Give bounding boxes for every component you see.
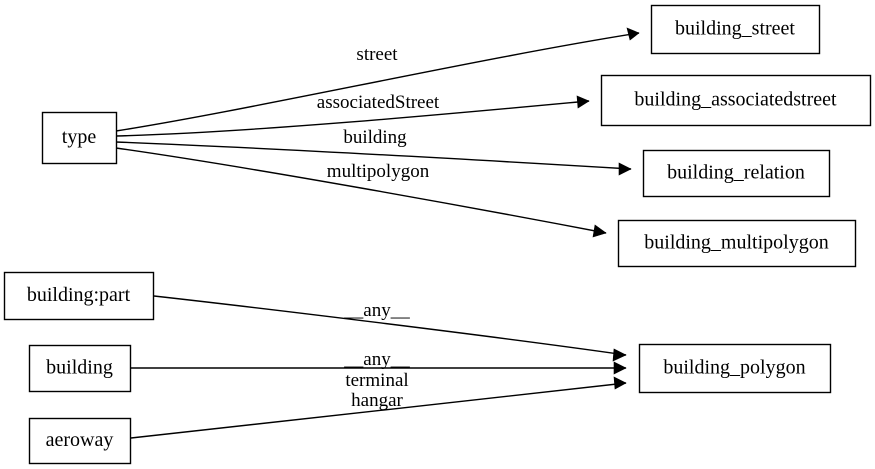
arrowhead-icon <box>576 95 590 109</box>
edge-labels-layer: street associatedStreet building multipolyg… <box>317 44 440 411</box>
edge-building-to-building_polygon <box>131 361 627 375</box>
node-box[interactable] <box>650 4 821 55</box>
node-type[interactable]: type <box>41 111 118 165</box>
edge-type-to-building_relation <box>115 141 632 176</box>
arrowhead-icon <box>613 361 627 375</box>
node-label-building_street: building_street <box>675 18 795 40</box>
node-building[interactable]: building <box>28 344 132 393</box>
node-box[interactable] <box>28 417 132 465</box>
arrowhead-icon <box>626 27 640 41</box>
node-building_part[interactable]: building:part <box>3 271 155 321</box>
edge-building_part-to-building_polygon <box>153 295 627 362</box>
edge-type-to-building_street <box>115 27 640 132</box>
edge-aeroway-to-building_polygon <box>130 376 627 439</box>
node-label-building_polygon: building_polygon <box>663 357 805 379</box>
node-building_street[interactable]: building_street <box>650 4 821 55</box>
node-label-building: building <box>46 357 113 379</box>
node-aeroway[interactable]: aeroway <box>28 417 132 465</box>
edge-label-type-to-building_relation: building <box>343 127 407 148</box>
node-building_multipolygon[interactable]: building_multipolygon <box>617 219 857 268</box>
edge-line <box>153 295 627 356</box>
node-label-building_part: building:part <box>27 284 131 306</box>
node-building_relation[interactable]: building_relation <box>642 149 831 198</box>
node-label-building_associatedstreet: building_associatedstreet <box>634 89 837 111</box>
arrowhead-icon <box>613 376 627 390</box>
edge-label-type-to-building_street: street <box>356 44 398 65</box>
arrowhead-icon <box>618 162 632 176</box>
node-building_polygon[interactable]: building_polygon <box>638 343 832 394</box>
node-box[interactable] <box>638 343 832 394</box>
edge-label-building-to-building_polygon: __any__ <box>343 349 410 370</box>
node-box[interactable] <box>600 74 872 127</box>
edge-line <box>130 382 627 439</box>
edge-type-to-building_associatedstreet <box>115 95 590 137</box>
arrowhead-icon <box>592 224 607 238</box>
node-label-type: type <box>62 126 97 148</box>
nodes-layer: type building_street building_associatedst… <box>3 4 872 465</box>
node-box[interactable] <box>3 271 155 321</box>
node-label-aeroway: aeroway <box>46 429 114 451</box>
edge-type-to-building_multipolygon <box>115 147 607 238</box>
node-label-building_relation: building_relation <box>667 162 805 184</box>
edge-label-building_part-to-building_polygon: __any__ <box>343 300 410 321</box>
node-box[interactable] <box>41 111 118 165</box>
edge-line <box>115 141 632 170</box>
arrowhead-icon <box>612 348 627 362</box>
edge-line <box>115 32 640 132</box>
node-building_associatedstreet[interactable]: building_associatedstreet <box>600 74 872 127</box>
edge-line <box>115 100 590 137</box>
edges-layer <box>115 27 640 439</box>
edge-line <box>115 147 607 234</box>
node-box[interactable] <box>28 344 132 393</box>
node-box[interactable] <box>617 219 857 268</box>
node-label-building_multipolygon: building_multipolygon <box>644 232 828 254</box>
node-box[interactable] <box>642 149 831 198</box>
edge-label-type-to-building_associatedstreet: associatedStreet <box>317 92 440 113</box>
edge-label-type-to-building_multipolygon: multipolygon <box>327 161 430 182</box>
